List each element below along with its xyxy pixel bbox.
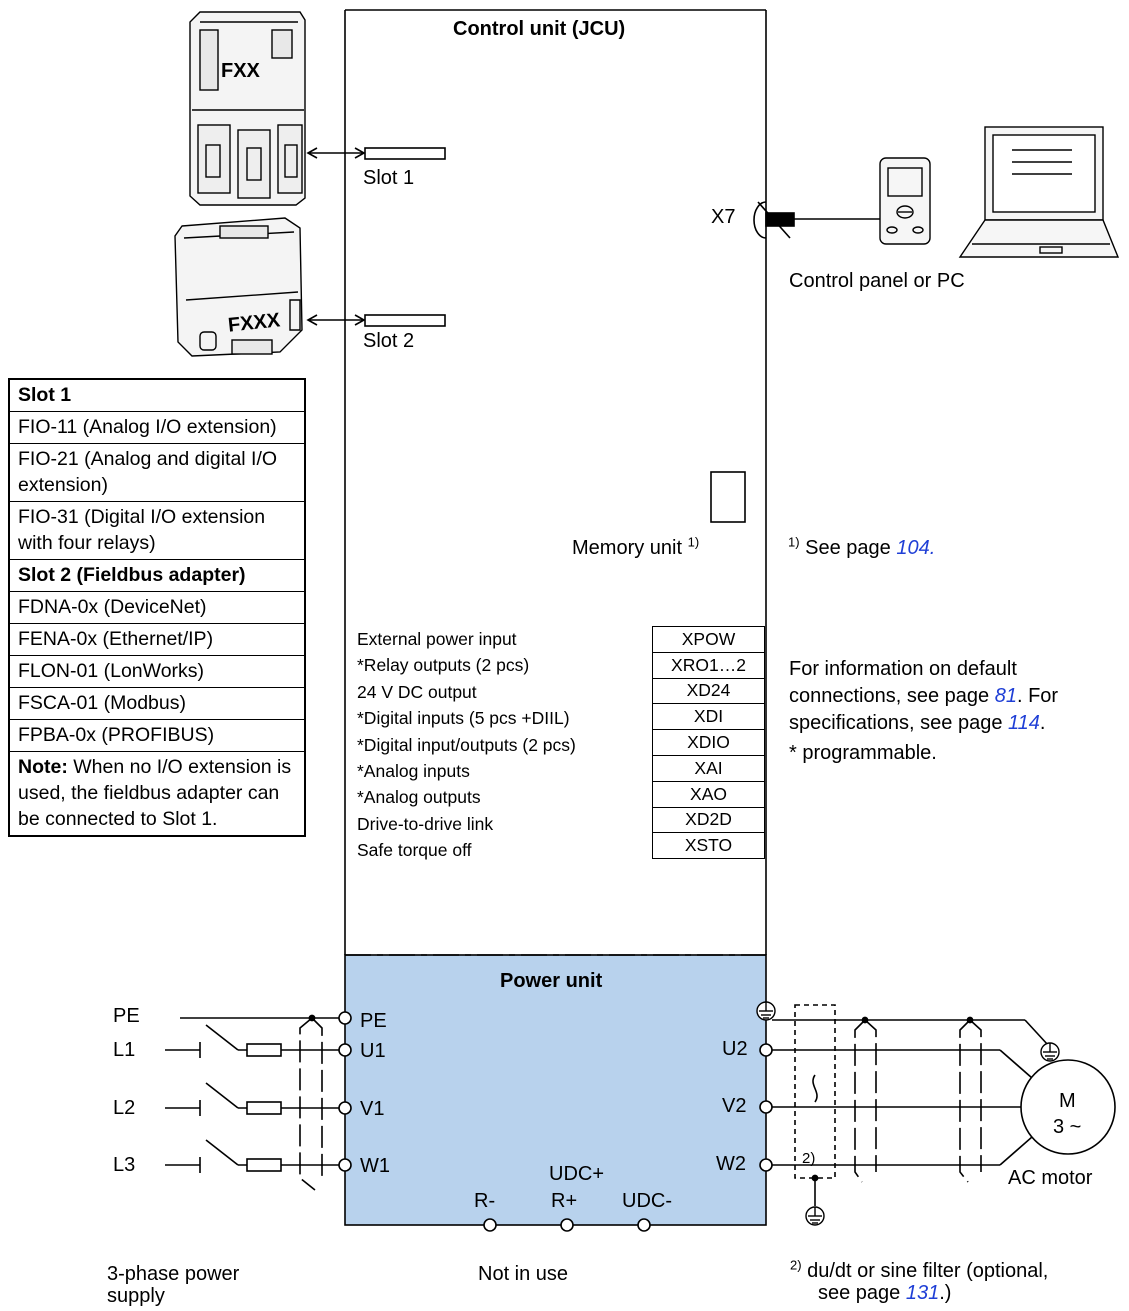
connector-code: XDI xyxy=(652,703,765,731)
terminal-r-minus: R- xyxy=(474,1190,496,1212)
terminal-u2: U2 xyxy=(722,1038,748,1060)
page-link-131[interactable]: 131 xyxy=(905,1282,940,1304)
connector-label: Safe torque off xyxy=(357,840,472,861)
panel-pc-label: Control panel or PC xyxy=(789,270,965,292)
connector-label: *Analog outputs xyxy=(357,787,481,808)
motor-m-label: M xyxy=(1059,1090,1076,1112)
page-link-81[interactable]: 81 xyxy=(994,685,1017,707)
options-row: FLON-01 (LonWorks) xyxy=(8,655,306,688)
terminal-u1: U1 xyxy=(360,1040,386,1062)
connector-code: XPOW xyxy=(652,626,765,653)
x7-label: X7 xyxy=(711,206,736,228)
info-line2: connections, see page 81. For xyxy=(789,685,1059,707)
module1-label: FXX xyxy=(221,60,260,82)
supply-wiring xyxy=(165,1014,339,1191)
connector-code: XSTO xyxy=(652,832,765,860)
slot2-connector xyxy=(306,314,446,327)
note1: 1) See page 104. xyxy=(788,534,936,559)
terminal-r-plus: R+ xyxy=(551,1190,578,1212)
page-link-104[interactable]: 104 xyxy=(896,537,930,559)
control-panel-icon xyxy=(879,157,931,245)
connector-code: XD24 xyxy=(652,677,765,705)
connector-code: XRO1…2 xyxy=(652,651,765,679)
connector-code: XAI xyxy=(652,754,765,782)
memory-unit-label: Memory unit 1) xyxy=(572,534,700,559)
supply-l3-label: L3 xyxy=(113,1154,136,1176)
ground-icon-drive xyxy=(756,1001,776,1021)
motor-symbol xyxy=(1020,1059,1116,1155)
ground-icon-motor xyxy=(1040,1042,1060,1062)
terminal-v2: V2 xyxy=(722,1095,747,1117)
terminal-w2: W2 xyxy=(716,1153,746,1175)
x7-port xyxy=(753,201,880,239)
connector-label: External power input xyxy=(357,629,517,649)
output-wiring xyxy=(772,1004,1049,1206)
power-unit-box xyxy=(344,954,767,1226)
motor-caption: AC motor xyxy=(1008,1167,1093,1189)
terminal-w1: W1 xyxy=(360,1155,390,1177)
options-row: FPBA-0x (PROFIBUS) xyxy=(8,719,306,752)
ground-icon-filter xyxy=(805,1206,825,1226)
slot1-label: Slot 1 xyxy=(363,167,415,189)
terminal-udc-plus: UDC+ xyxy=(549,1163,605,1185)
options-row: FIO-11 (Analog I/O extension) xyxy=(8,411,306,444)
supply-l2-label: L2 xyxy=(113,1097,136,1119)
connector-code: XAO xyxy=(652,780,765,808)
filter-caption: 2) du/dt or sine filter (optional, see p… xyxy=(790,1257,1049,1304)
laptop-pc-icon xyxy=(958,126,1120,258)
info-line3: specifications, see page 114. xyxy=(789,712,1046,734)
options-row: Slot 1 xyxy=(8,378,306,412)
input-terminals xyxy=(338,1011,352,1172)
slot1-connector xyxy=(306,147,446,160)
terminal-pe: PE xyxy=(360,1010,387,1032)
motor-phase-label: 3 ~ xyxy=(1053,1116,1082,1138)
options-row: FSCA-01 (Modbus) xyxy=(8,687,306,720)
supply-pe-label: PE xyxy=(113,1005,140,1027)
not-in-use-label: Not in use xyxy=(478,1263,569,1285)
terminal-udc-minus: UDC- xyxy=(622,1190,672,1212)
connector-label: *Digital inputs (5 pcs +DIIL) xyxy=(357,708,570,729)
output-terminals xyxy=(483,1043,773,1232)
control-unit-title: Control unit (JCU) xyxy=(453,18,626,40)
connector-label: 24 V DC output xyxy=(357,681,477,702)
slot2-label: Slot 2 xyxy=(363,330,415,352)
connector-code: XD2D xyxy=(652,806,765,834)
filter-marker: 2) xyxy=(802,1150,816,1167)
connector-label: *Digital input/outputs (2 pcs) xyxy=(357,734,576,755)
supply-l1-label: L1 xyxy=(113,1039,136,1061)
power-unit-title: Power unit xyxy=(500,970,603,992)
connector-label: *Relay outputs (2 pcs) xyxy=(357,655,530,676)
connector-label: *Analog inputs xyxy=(357,761,470,781)
connector-label: Drive-to-drive link xyxy=(357,813,494,834)
connector-code: XDIO xyxy=(652,729,765,756)
options-row: Slot 2 (Fieldbus adapter) xyxy=(8,559,306,592)
page-link-114[interactable]: 114 xyxy=(1008,712,1040,734)
control-unit-box xyxy=(344,9,767,955)
options-row: FENA-0x (Ethernet/IP) xyxy=(8,623,306,656)
info-line4: * programmable. xyxy=(789,742,937,764)
options-row: FIO-31 (Digital I/O extension with four … xyxy=(8,501,306,560)
options-row: FDNA-0x (DeviceNet) xyxy=(8,591,306,624)
power-unit-fill-top xyxy=(346,956,765,960)
options-row: FIO-21 (Analog and digital I/O extension… xyxy=(8,443,306,502)
options-note: Note: When no I/O extension is used, the… xyxy=(8,751,306,837)
terminal-v1: V1 xyxy=(360,1098,385,1120)
memory-unit-box xyxy=(710,471,746,523)
info-line1: For information on default xyxy=(789,658,1017,680)
module-fxxx-image xyxy=(174,217,303,357)
module-fxx-image xyxy=(189,11,306,206)
